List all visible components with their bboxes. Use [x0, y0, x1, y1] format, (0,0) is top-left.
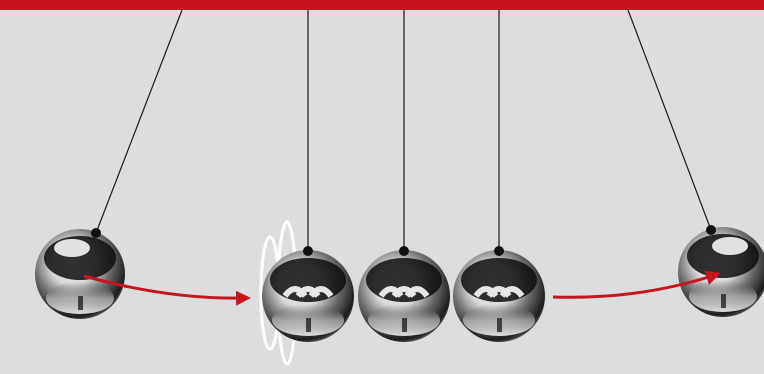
strings: [96, 10, 711, 250]
string-right-swing: [628, 10, 711, 230]
ball-4: [453, 246, 545, 342]
ball-right: [678, 225, 764, 317]
ball-2: [262, 246, 354, 342]
top-bar: [0, 0, 764, 10]
ball-left: [35, 228, 125, 319]
string-left-swing: [96, 10, 182, 233]
ball-3: [358, 246, 450, 342]
